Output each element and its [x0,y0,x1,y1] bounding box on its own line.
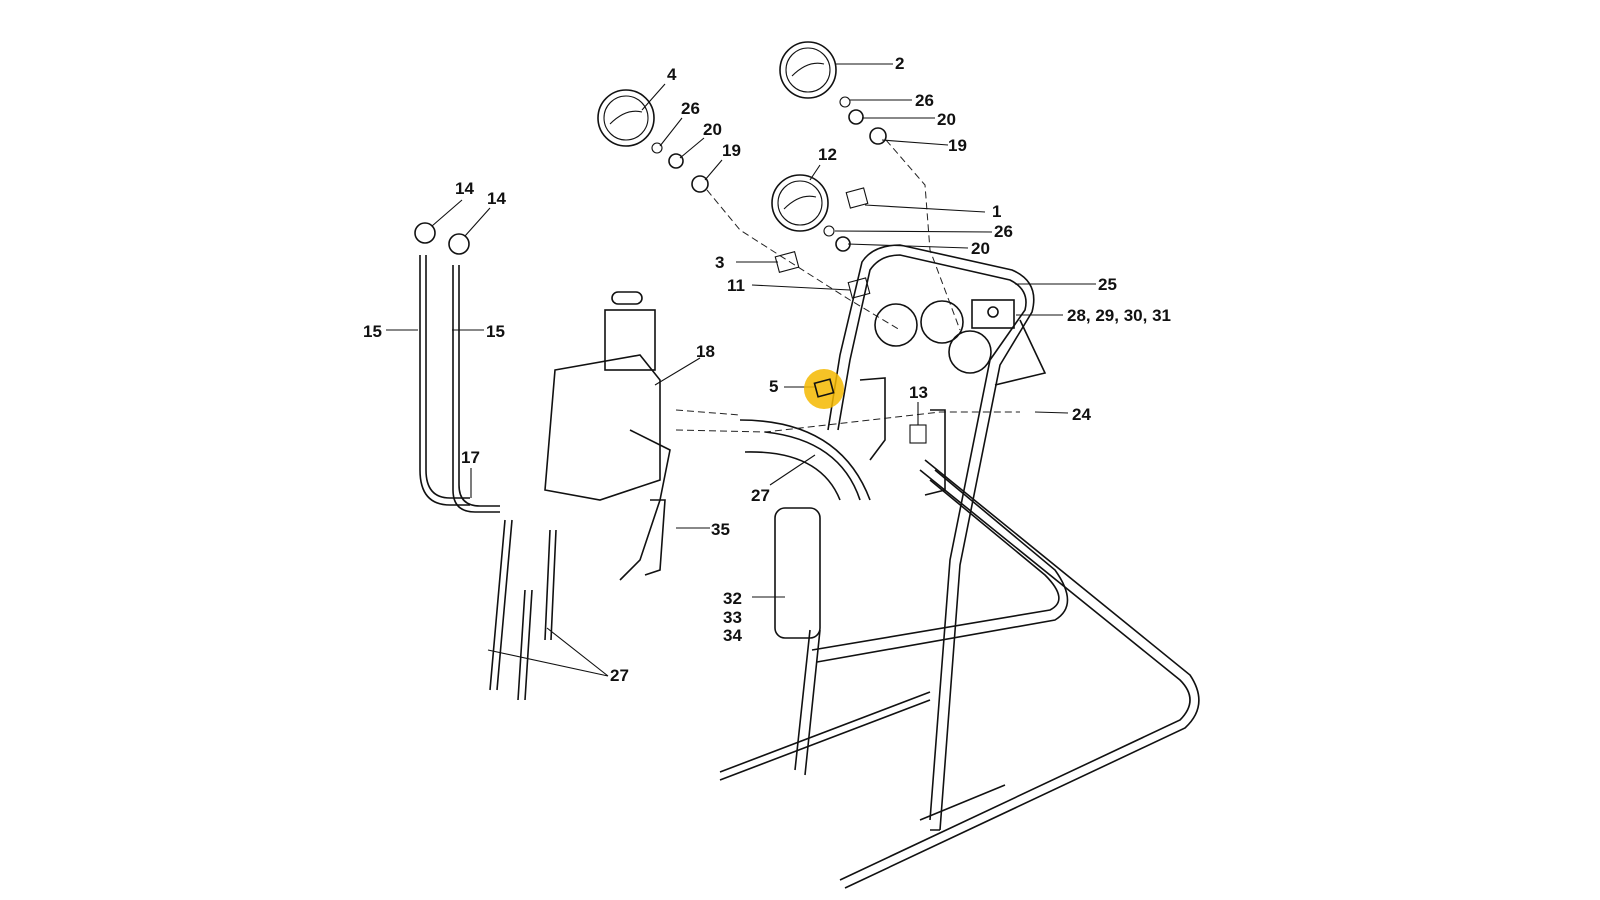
callout-26: 26 [681,99,700,118]
callout-25: 25 [1098,275,1117,294]
callout-labels: 4 26 20 19 2 26 20 19 12 1 26 20 3 11 25… [363,54,1171,685]
gauge-12 [771,174,829,232]
gauge-4 [597,89,655,147]
callout-13: 13 [909,383,928,402]
callout-20: 20 [703,120,722,139]
callout-17: 17 [461,448,480,467]
callout-34: 34 [723,626,742,645]
decal-5 [813,378,835,398]
decal-parts [774,187,927,444]
callout-leaders [386,63,1096,677]
callout-26: 26 [915,91,934,110]
callout-19: 19 [722,141,741,160]
callout-11: 11 [727,276,745,295]
callout-24: 24 [1072,405,1091,424]
hoses [489,409,1020,701]
callout-20: 20 [971,239,990,258]
callout-4: 4 [667,65,677,84]
callout-5: 5 [769,377,778,396]
callout-27: 27 [610,666,629,685]
callout-1: 1 [992,202,1001,221]
gauge-2 [779,41,837,99]
fittings [651,96,961,331]
callout-3: 3 [715,253,724,272]
callout-19: 19 [948,136,967,155]
callout-15: 15 [486,322,505,341]
highlight-marker[interactable] [804,369,844,409]
lever-handles [414,222,500,513]
callout-14: 14 [487,189,506,208]
callout-26: 26 [994,222,1013,241]
control-valve-18 [544,291,671,581]
callout-33: 33 [723,608,742,627]
callout-20: 20 [937,110,956,129]
callout-2: 2 [895,54,904,73]
callout-15: 15 [363,322,382,341]
callout-32: 32 [723,589,742,608]
callout-12: 12 [818,145,837,164]
callout-18: 18 [696,342,715,361]
callout-14: 14 [455,179,474,198]
callout-28-31: 28, 29, 30, 31 [1067,306,1171,325]
stand-frame [719,244,1200,889]
callout-35: 35 [711,520,730,539]
callout-27: 27 [751,486,770,505]
